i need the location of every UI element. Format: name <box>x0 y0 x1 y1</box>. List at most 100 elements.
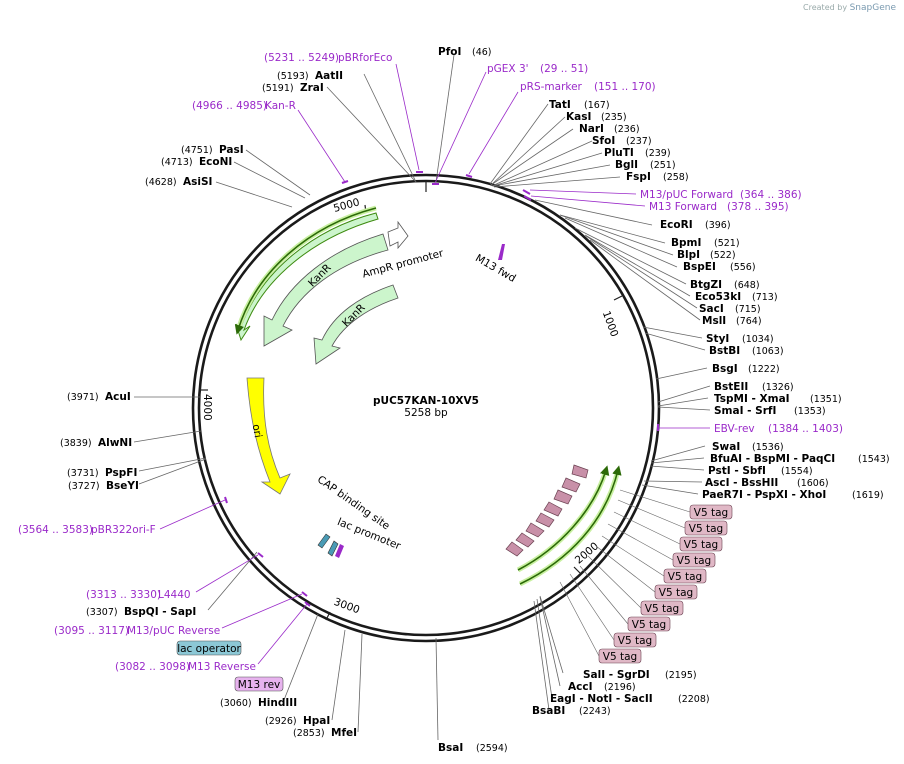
ampr-promoter <box>387 220 409 250</box>
svg-text:V5 tag: V5 tag <box>677 555 711 567</box>
svg-text:PasI: PasI <box>219 144 244 156</box>
svg-text:V5 tag: V5 tag <box>694 507 728 519</box>
svg-text:(239): (239) <box>645 148 671 159</box>
svg-text:V5 tag: V5 tag <box>632 619 666 631</box>
snapgene-logo: SnapGene <box>849 3 896 13</box>
svg-text:(521): (521) <box>714 238 740 249</box>
svg-text:MslI: MslI <box>702 315 726 327</box>
svg-text:(4628): (4628) <box>145 177 177 188</box>
svg-text:(1222): (1222) <box>748 364 780 375</box>
cap-lac-features <box>317 533 339 557</box>
svg-text:HpaI: HpaI <box>303 715 330 727</box>
svg-text:(3971): (3971) <box>67 392 99 403</box>
svg-text:V5 tag: V5 tag <box>689 523 723 535</box>
svg-text:AlwNI: AlwNI <box>98 437 132 449</box>
svg-text:(556): (556) <box>730 262 756 273</box>
svg-text:BsaBI: BsaBI <box>532 705 565 717</box>
scale-tick-4000: 4000 <box>200 389 213 421</box>
svg-text:lac promoter: lac promoter <box>336 516 403 553</box>
kanr-feature-2 <box>313 284 399 365</box>
svg-text:(5191): (5191) <box>262 83 294 94</box>
primer-mark-prs-marker <box>465 174 473 178</box>
svg-text:(236): (236) <box>614 124 640 135</box>
ori-label: ori <box>250 423 264 439</box>
lac-promoter-label: lac promoter <box>336 516 403 553</box>
svg-text:(2195): (2195) <box>665 670 697 681</box>
svg-text:(378 .. 395): (378 .. 395) <box>727 201 789 213</box>
svg-text:(5231 .. 5249): (5231 .. 5249) <box>264 52 339 64</box>
svg-text:V5 tag: V5 tag <box>645 603 679 615</box>
svg-text:NarI: NarI <box>579 123 604 135</box>
svg-text:BpmI: BpmI <box>671 237 701 249</box>
v5-tag-box-10: V5 tag <box>559 581 642 664</box>
svg-text:(4966 .. 4985): (4966 .. 4985) <box>192 100 267 112</box>
svg-text:SacI: SacI <box>699 303 724 315</box>
svg-text:(2926): (2926) <box>265 716 297 727</box>
v5-tag-box-9: V5 tag <box>569 573 657 648</box>
primer-mark-m13-fwd <box>523 195 532 201</box>
svg-text:(167): (167) <box>584 100 610 111</box>
m13-fwd-label: M13 fwd <box>473 252 518 285</box>
svg-text:BsgI: BsgI <box>712 363 738 375</box>
svg-text:(1326): (1326) <box>762 382 794 393</box>
v5-tag-box-2: V5 tag <box>617 499 728 536</box>
svg-text:BfuAI - BspMI - PaqCI: BfuAI - BspMI - PaqCI <box>710 453 835 465</box>
svg-text:TspMI - XmaI: TspMI - XmaI <box>714 393 790 405</box>
svg-text:(764): (764) <box>736 316 762 327</box>
svg-text:M13 fwd: M13 fwd <box>473 252 518 285</box>
svg-text:(3564 .. 3583): (3564 .. 3583) <box>18 524 93 536</box>
primer-mark-m13-puc-fwd <box>522 189 531 195</box>
svg-text:V5 tag: V5 tag <box>603 651 637 663</box>
svg-text:(1619): (1619) <box>852 490 884 501</box>
svg-text:AatII: AatII <box>315 70 343 82</box>
svg-text:(3313 .. 3330): (3313 .. 3330) <box>86 589 161 601</box>
svg-text:FspI: FspI <box>626 171 651 183</box>
kanr-feature-1 <box>263 233 389 347</box>
svg-text:SwaI: SwaI <box>712 441 740 453</box>
svg-text:V5 tag: V5 tag <box>668 571 702 583</box>
svg-text:M13/pUC Forward: M13/pUC Forward <box>640 189 733 201</box>
svg-text:(1543): (1543) <box>858 454 890 465</box>
svg-text:(235): (235) <box>601 112 627 123</box>
svg-text:(46): (46) <box>472 47 492 58</box>
svg-text:SalI - SgrDI: SalI - SgrDI <box>583 669 650 681</box>
svg-text:AsiSI: AsiSI <box>183 176 212 188</box>
svg-text:(151 .. 170): (151 .. 170) <box>594 81 656 93</box>
svg-text:EagI - NotI - SacII: EagI - NotI - SacII <box>550 693 653 705</box>
svg-text:(2853): (2853) <box>293 728 325 739</box>
svg-text:(5193): (5193) <box>277 71 309 82</box>
svg-text:V5 tag: V5 tag <box>684 539 718 551</box>
svg-text:M13 Forward: M13 Forward <box>649 201 717 213</box>
svg-text:BsaI: BsaI <box>438 742 463 754</box>
svg-text:V5 tag: V5 tag <box>618 635 652 647</box>
enzyme-labels-left: (5193)AatII (5191)ZraI (4751)PasI (4713)… <box>60 70 357 739</box>
svg-text:(2594): (2594) <box>476 743 508 754</box>
svg-text:EcoNI: EcoNI <box>199 156 232 168</box>
svg-text:AccI: AccI <box>568 681 592 693</box>
svg-text:V5 tag: V5 tag <box>659 587 693 599</box>
svg-text:Kan-R: Kan-R <box>265 100 296 112</box>
svg-text:(2208): (2208) <box>678 694 710 705</box>
plasmid-length: 5258 bp <box>404 407 448 419</box>
svg-text:PfoI: PfoI <box>438 46 461 58</box>
svg-text:(237): (237) <box>626 136 652 147</box>
svg-text:(3307): (3307) <box>86 607 118 618</box>
svg-text:pBRforEco: pBRforEco <box>338 52 392 64</box>
svg-text:(715): (715) <box>735 304 761 315</box>
svg-text:ZraI: ZraI <box>300 82 324 94</box>
ori-feature <box>246 377 291 495</box>
svg-text:ori: ori <box>250 423 264 439</box>
svg-text:pGEX 3': pGEX 3' <box>487 63 529 75</box>
svg-text:SmaI - SrfI: SmaI - SrfI <box>714 405 776 417</box>
backbone-outer <box>191 173 661 643</box>
primer-leader-lines <box>159 63 710 665</box>
svg-text:(396): (396) <box>705 220 731 231</box>
svg-text:AscI - BssHII: AscI - BssHII <box>705 477 778 489</box>
svg-text:(251): (251) <box>650 160 676 171</box>
v5-tag-box-6: V5 tag <box>595 545 698 600</box>
svg-text:BstBI: BstBI <box>709 345 740 357</box>
svg-text:EcoRI: EcoRI <box>660 219 693 231</box>
svg-text:PaeR7I - PspXI - XhoI: PaeR7I - PspXI - XhoI <box>702 489 826 501</box>
primer-labels: (5231 .. 5249)pBRforEco pGEX 3'(29 .. 51… <box>18 52 843 673</box>
